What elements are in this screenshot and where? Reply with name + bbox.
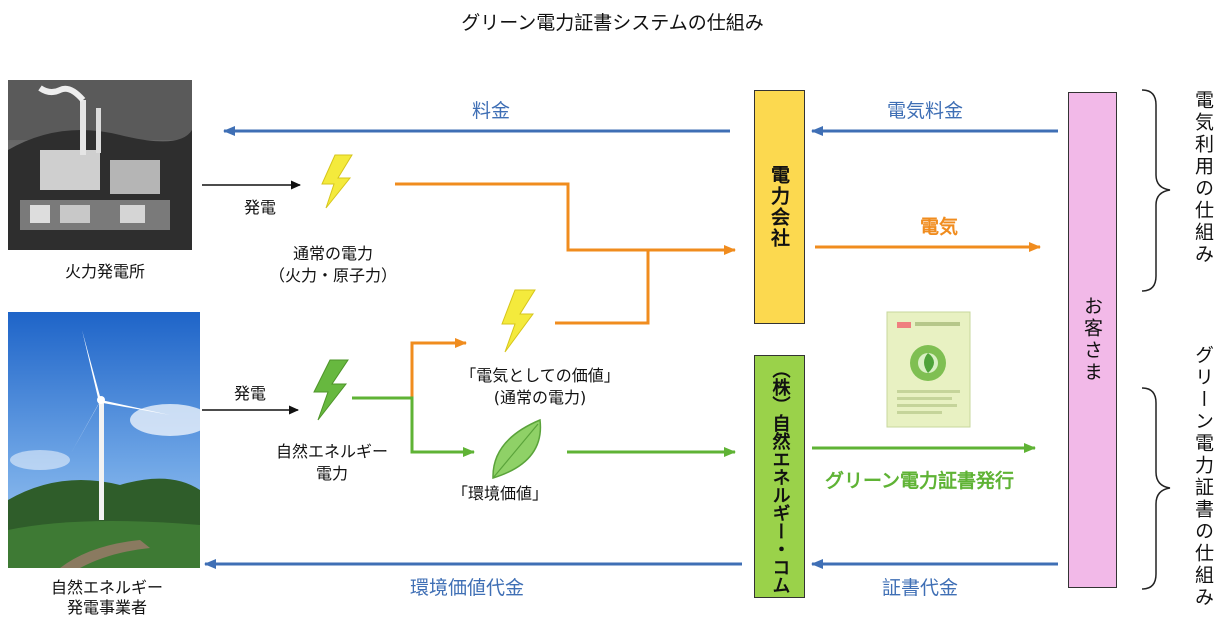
fee-label: 料金 [472,100,511,122]
normal-power-flow-arrow [395,182,736,255]
natural-power-label-line1: 自然エネルギー [275,442,388,461]
electricity-value-merge-line [555,250,650,325]
thermal-plant-label: 火力発電所 [64,262,145,281]
normal-power-label-line2: （火力・原子力） [268,266,397,285]
electricity-label: 電気 [920,216,959,238]
diagram-title: グリーン電力証書システムの仕組み [461,12,764,34]
green-company-box: （株）自然エネルギー・コム [754,355,805,598]
thermal-generation-label: 発電 [244,198,277,217]
renewable-producer-label-line2: 発電事業者 [66,598,147,617]
lightning-normal-icon [321,154,353,209]
wind-turbine-photo [8,312,210,568]
lightning-electricity-value-icon [501,289,536,353]
renewable-split-orange-arrow [410,338,467,398]
power-company-box: 電力会社 [754,90,805,324]
renewable-producer-label-line1: 自然エネルギー [50,578,163,597]
normal-power-label-line1: 通常の電力 [292,244,373,263]
power-company-label: 電力会社 [768,165,790,249]
certificate-system-label: グリーン電力証書の仕組み [1192,345,1214,609]
env-value-payment-label: 環境価値代金 [410,577,525,599]
green-company-label: （株）自然エネルギー・コム [769,359,791,594]
certificate-payment-label: 証書代金 [882,577,959,599]
lightning-renewable-icon [313,359,349,421]
usage-brace [1141,89,1171,292]
certificate-issue-label: グリーン電力証書発行 [825,470,1015,492]
renewable-split-green-arrow [352,396,475,457]
electricity-value-label-line1: 「電気としての価値」 [460,366,620,385]
customer-label: お客さま [1081,296,1103,384]
electricity-fee-label: 電気料金 [887,100,964,122]
natural-power-label-line2: 電力 [315,464,348,483]
environmental-value-label: 「環境価値」 [451,484,548,503]
electricity-usage-label: 電気利用の仕組み [1192,90,1214,266]
electricity-value-label-line2: (通常の電力) [493,388,587,407]
thermal-plant-photo [8,80,192,250]
certificate-brace [1141,387,1171,590]
renewable-generation-label: 発電 [234,384,267,403]
customer-box: お客さま [1068,92,1117,588]
leaf-icon [492,418,542,480]
certificate-document-icon [886,311,971,428]
